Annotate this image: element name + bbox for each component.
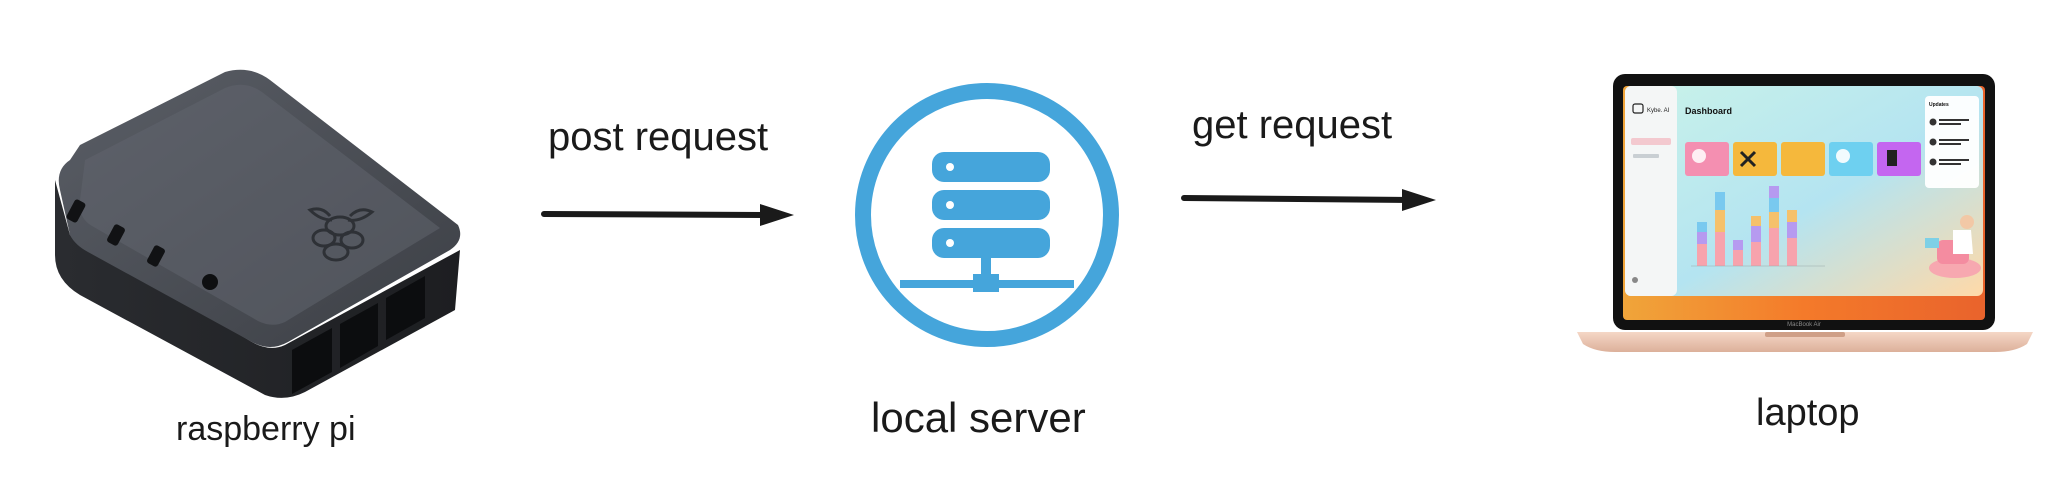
- laptop-image: Kybe. AI Dashboard Updates: [1577, 74, 2033, 352]
- laptop-model-text: MacBook Air: [1787, 322, 1821, 328]
- server-icon: [855, 83, 1119, 347]
- get-request-arrow: [1181, 189, 1436, 211]
- laptop-device: Kybe. AI Dashboard Updates: [1575, 72, 2035, 362]
- get-request-label: get request: [1192, 103, 1393, 147]
- laptop-dashboard-title: Dashboard: [1685, 106, 1732, 116]
- raspberry-logo-icon: [307, 207, 375, 262]
- post-request-label: post request: [548, 115, 769, 159]
- raspberry-pi-case-image: [55, 69, 461, 398]
- laptop-updates-title: Updates: [1929, 102, 1949, 108]
- local-server-label: local server: [871, 394, 1086, 441]
- post-request-arrow: [541, 204, 794, 226]
- raspberry-pi-label: raspberry pi: [176, 410, 356, 448]
- raspberry-pi-device: [40, 50, 480, 410]
- laptop-app-name: Kybe. AI: [1647, 108, 1670, 114]
- laptop-label: laptop: [1756, 392, 1860, 434]
